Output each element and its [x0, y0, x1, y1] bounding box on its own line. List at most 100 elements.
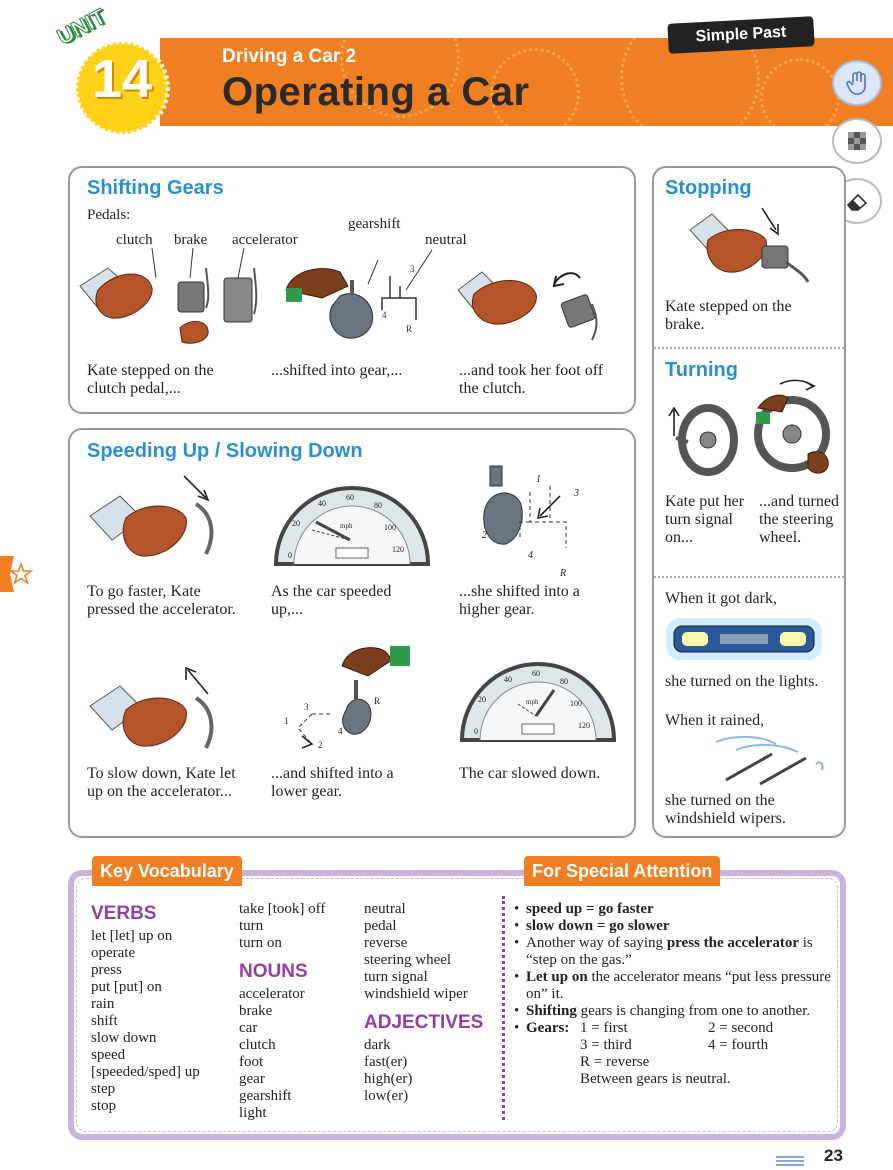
gear-4: 4 [528, 550, 533, 561]
noun-item: accelerator [239, 986, 305, 1002]
verb-item: turn [239, 918, 264, 934]
special-item: Shifting gears is changing from one to a… [514, 1003, 834, 1020]
gear-3: 3 [573, 488, 579, 499]
caption-turned-on-lights: she turned on the lights. [665, 673, 819, 690]
right-column-panel [652, 166, 846, 838]
wipers-illustration [715, 736, 824, 786]
verb-item: step [91, 1081, 116, 1097]
verb-item: turn on [239, 935, 282, 951]
noun-item: light [239, 1105, 267, 1121]
neutral-label: neutral [425, 232, 467, 248]
special-attention-list: speed up = go faster slow down = go slow… [514, 901, 834, 1088]
tick-60: 60 [346, 493, 354, 502]
special-attention-divider [502, 896, 505, 1120]
tick-0: 0 [288, 551, 292, 560]
noun-item: brake [239, 1003, 273, 1019]
gears-item: Gears: 1 = first 2 = second [514, 1020, 834, 1037]
adjectives-heading: ADJECTIVES [364, 1012, 484, 1033]
nouns-list: accelerator brake car clutch foot gear g… [239, 986, 305, 1122]
verbs-list: let [let] up on operate press put [put] … [91, 928, 200, 1115]
verb-item: let [let] up on [91, 928, 173, 944]
hand-icon [846, 71, 866, 95]
slow-tick-40: 40 [504, 675, 512, 684]
noun-item: turn signal [364, 969, 428, 985]
svg-text:R: R [406, 324, 412, 334]
stopping-illustration [689, 207, 810, 283]
page-subtitle: Driving a Car 2 [222, 46, 357, 67]
verb-item: speed [91, 1047, 126, 1063]
gear-r: R [559, 568, 566, 579]
tick-40: 40 [318, 499, 326, 508]
special-item: Another way of saying press the accelera… [514, 935, 834, 969]
slow-tick-60: 60 [532, 669, 540, 678]
nouns-heading: NOUNS [239, 961, 308, 982]
bookmark-star-button[interactable] [0, 556, 34, 592]
vocabulary-box-dash [76, 878, 838, 1132]
slow-tick-80: 80 [560, 677, 568, 686]
slow-tick-100: 100 [570, 699, 582, 708]
gearshift-illustration: 3 R 4 [285, 249, 433, 339]
stopping-title: Stopping [665, 177, 752, 199]
headlights-illustration [666, 618, 822, 660]
slow-tick-120: 120 [578, 721, 590, 730]
verb-item: rain [91, 996, 115, 1012]
caption-stepped-on-brake: Kate stepped on the brake. [665, 298, 792, 333]
verbs-list-2: take [took] off turn turn on [239, 901, 325, 952]
turn-signal-illustration [668, 404, 738, 476]
adjective-item: dark [364, 1037, 391, 1053]
lower-gear-illustration: 3 1 2 4 R [284, 646, 410, 750]
lower-gear-r: R [374, 696, 380, 706]
verb-item: press [91, 962, 122, 978]
page-number: 23 [824, 1146, 843, 1165]
special-item: Let up on the accelerator means “put les… [514, 969, 834, 1003]
noun-item: neutral [364, 901, 406, 917]
adjectives-list: dark fast(er) high(er) low(er) [364, 1037, 412, 1105]
eraser-icon [846, 193, 868, 211]
slow-tick-0: 0 [474, 727, 478, 736]
tick-120: 120 [392, 545, 404, 554]
gears-note: Between gears is neutral. [580, 1071, 731, 1087]
noun-item: clutch [239, 1037, 276, 1053]
title-banner [160, 38, 893, 126]
pixelate-tool-button[interactable] [832, 118, 882, 164]
adjective-item: high(er) [364, 1071, 413, 1087]
speedometer-slowing: 0 20 40 60 80 100 120 mph [459, 662, 617, 742]
page-lines-icon [776, 1156, 804, 1166]
turning-divider [654, 576, 844, 578]
verb-item: slow down [91, 1030, 157, 1046]
speedometer-speeding: 0 20 40 60 80 100 120 mph [273, 486, 431, 566]
verb-item: put [put] on [91, 979, 162, 995]
gearshift-label: gearshift [348, 216, 401, 232]
noun-item: pedal [364, 918, 397, 934]
turning-title: Turning [665, 359, 738, 381]
verb-item: stop [91, 1098, 117, 1114]
caption-shifted-into-gear: ...shifted into gear,... [271, 362, 403, 379]
svg-text:3: 3 [410, 264, 415, 274]
noun-item: reverse [364, 935, 408, 951]
accelerator-label: accelerator [232, 232, 298, 248]
caption-higher-gear: ...she shifted into a higher gear. [459, 583, 580, 618]
verb-item: take [took] off [239, 901, 326, 917]
press-accelerator-illustration [89, 475, 214, 557]
hand-tool-button[interactable] [832, 60, 882, 106]
lower-gear-2: 2 [318, 740, 323, 750]
special-item: slow down = go slower [514, 918, 834, 935]
caption-go-faster: To go faster, Kate pressed the accelerat… [87, 583, 236, 618]
shifting-gears-title: Shifting Gears [87, 177, 224, 199]
nouns-list-2: neutral pedal reverse steering wheel tur… [364, 901, 468, 1003]
unit-number: 14 [92, 49, 153, 109]
star-icon [8, 561, 34, 586]
lower-gear-4: 4 [338, 726, 343, 736]
higher-gear-illustration: 1 3 2 4 R [482, 465, 579, 579]
special-item: speed up = go faster [514, 901, 834, 918]
special-attention-tab: For Special Attention [524, 856, 721, 886]
noun-item: gearshift [239, 1088, 292, 1104]
tick-20: 20 [292, 519, 300, 528]
caption-rained: When it rained, [665, 712, 765, 729]
steering-wheel-illustration [754, 379, 830, 474]
page-title: Operating a Car [222, 70, 530, 114]
adjective-item: low(er) [364, 1088, 409, 1104]
pixelate-icon [848, 132, 866, 150]
caption-turned-on-wipers: she turned on the windshield wipers. [665, 792, 786, 827]
verb-item: shift [91, 1013, 118, 1029]
